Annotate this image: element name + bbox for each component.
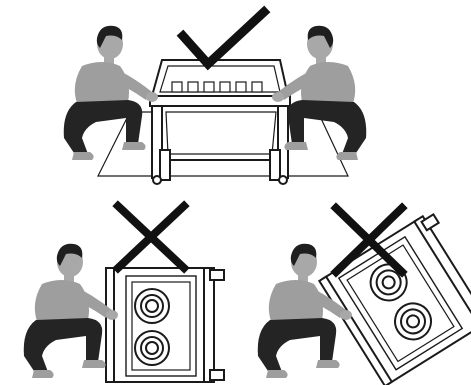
person-lifting-side [24, 244, 118, 378]
correct-lift-panel [64, 12, 367, 184]
appliance-on-side [106, 268, 224, 382]
cross-mark-icon [118, 206, 184, 268]
appliance-upright [150, 60, 290, 184]
check-mark-icon [183, 12, 264, 64]
person-lifting-tilted [258, 244, 352, 378]
appliance-tilted [319, 211, 471, 385]
incorrect-lift-side-panel [24, 206, 224, 382]
person-left-lifting [64, 26, 158, 160]
incorrect-lift-tilted-panel [258, 208, 471, 385]
